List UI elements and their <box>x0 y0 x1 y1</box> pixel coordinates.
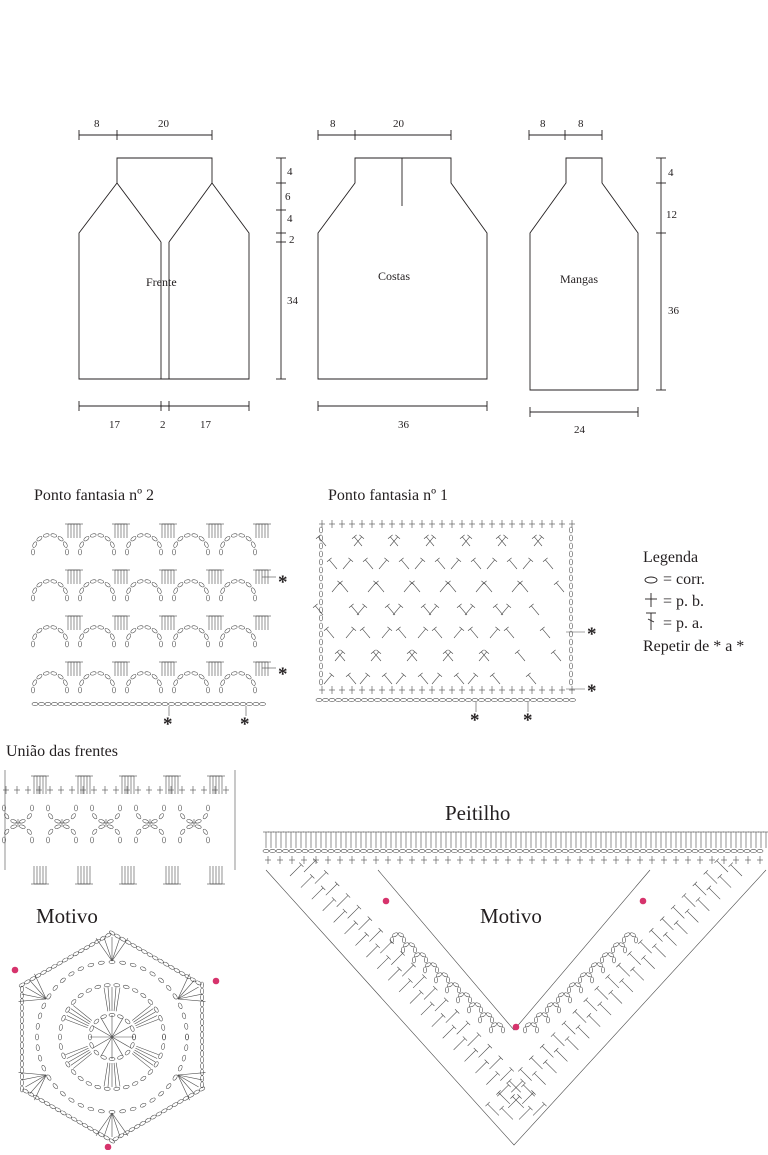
ponto1-repeat-marker-col-2: * <box>523 710 533 731</box>
motivo-start-dot-3 <box>104 1143 112 1151</box>
dim-mangas-top-2: 8 <box>578 118 584 130</box>
ponto1-title: Ponto fantasia nº 1 <box>328 487 448 504</box>
peitilho-title: Peitilho <box>445 801 510 825</box>
dim-frente-h3: 4 <box>287 213 293 225</box>
legend-item-pb: = p. b. <box>663 593 704 610</box>
chain-oval-icon <box>644 576 658 584</box>
schematic-costas: 8 20 Costas 36 <box>317 118 488 431</box>
schematic-mangas: 8 8 Mangas 4 12 36 24 <box>528 118 680 436</box>
dim-mangas-h1: 4 <box>668 167 674 179</box>
dim-costas-top-2: 20 <box>393 118 405 130</box>
uniao-title: União das frentes <box>6 743 118 760</box>
dim-mangas-h3: 36 <box>668 305 680 317</box>
dim-mangas-bottom: 24 <box>574 424 586 436</box>
frente-outline <box>78 157 250 380</box>
dim-mangas-h2: 12 <box>666 209 677 221</box>
ponto2-repeat-marker-row-1: * <box>278 572 288 593</box>
legend-item-pa: = p. a. <box>663 615 703 632</box>
single-crochet-cross-icon <box>645 593 657 607</box>
dim-frente-bottom-1: 17 <box>109 419 121 431</box>
costas-label: Costas <box>378 269 410 283</box>
motivo-start-dot-2 <box>212 977 220 985</box>
ponto2-title: Ponto fantasia nº 2 <box>34 487 154 504</box>
dim-frente-h2: 6 <box>285 191 291 203</box>
dim-costas-top-1: 8 <box>330 118 336 130</box>
chart-ponto-fantasia-1: Ponto fantasia nº 1 * * * * <box>312 487 597 731</box>
ponto2-repeat-marker-col-1: * <box>163 714 173 735</box>
chart-uniao-das-frentes: União das frentes <box>2 743 236 885</box>
costas-outline <box>317 157 488 380</box>
motivo-title: Motivo <box>36 904 98 928</box>
double-crochet-t-icon <box>646 612 656 630</box>
chart-motivo: Motivo <box>11 904 220 1151</box>
schematic-frente: 8 20 Frente 4 6 4 2 34 17 2 17 <box>78 118 299 431</box>
legend-repeat: Repetir de * a * <box>643 638 744 655</box>
dim-frente-bottom-3: 17 <box>200 419 212 431</box>
dim-frente-top-2: 20 <box>158 118 170 130</box>
peitilho-motivo-label: Motivo <box>480 904 542 928</box>
ponto2-repeat-marker-col-2: * <box>240 714 250 735</box>
dim-frente-bottom-2: 2 <box>160 419 166 431</box>
ponto1-repeat-marker-col-1: * <box>470 710 480 731</box>
chart-ponto-fantasia-2: Ponto fantasia nº 2 * * * * <box>31 487 288 735</box>
motivo-start-dot-1 <box>11 966 19 974</box>
dim-mangas-top-1: 8 <box>540 118 546 130</box>
dim-costas-bottom: 36 <box>398 419 410 431</box>
frente-label: Frente <box>146 275 177 289</box>
dim-frente-top-1: 8 <box>94 118 100 130</box>
peitilho-start-dot-3 <box>512 1023 520 1031</box>
ponto1-repeat-marker-row-2: * <box>587 681 597 702</box>
legend: Legenda = corr. = p. b. = p. a. Repetir … <box>643 549 744 655</box>
chart-peitilho: Peitilho Motivo <box>262 801 768 1146</box>
dim-frente-h1: 4 <box>287 166 293 178</box>
peitilho-start-dot-1 <box>382 897 390 905</box>
dim-frente-h4: 2 <box>289 234 295 246</box>
peitilho-start-dot-2 <box>639 897 647 905</box>
legend-item-corr: = corr. <box>663 571 705 588</box>
ponto1-repeat-marker-row-1: * <box>587 624 597 645</box>
mangas-label: Mangas <box>560 272 598 286</box>
ponto2-repeat-marker-row-2: * <box>278 664 288 685</box>
mangas-outline <box>529 157 639 391</box>
legend-title: Legenda <box>643 549 698 566</box>
dim-frente-h5: 34 <box>287 295 299 307</box>
